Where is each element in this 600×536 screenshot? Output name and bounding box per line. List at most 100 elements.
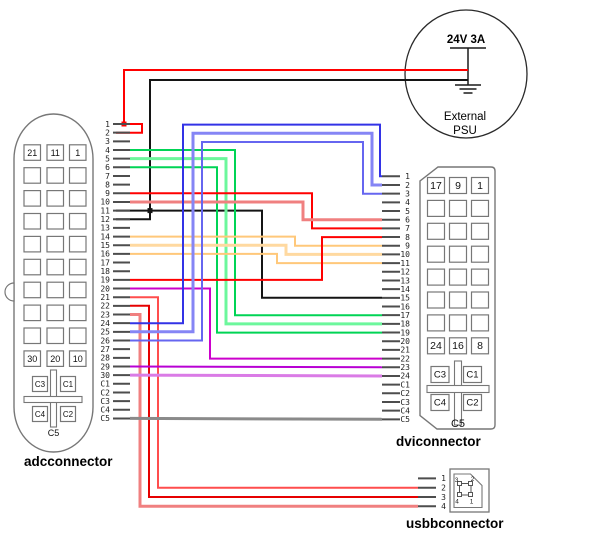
dvi-pin-label-23: 23: [400, 363, 410, 372]
adc-hole-r4c1: [23, 212, 42, 230]
dvi-pin-label-C1: C1: [400, 380, 410, 389]
dvi-hole-r3c1: [426, 222, 446, 240]
dvi-contact-label-C4: C4: [434, 398, 446, 409]
wire-adc15-to-dvi10: [130, 243, 382, 256]
dvi-hole-r6c1: [426, 291, 446, 309]
adc-hole-r3c3: [68, 190, 87, 207]
dvi-pin-label-17: 17: [400, 311, 410, 320]
dvi-connector-label: dviconnector: [396, 434, 482, 449]
adc-hole-r10c1: [23, 350, 42, 367]
wires-layer: [116, 69, 468, 508]
dvi-contact-label-C3: C3: [434, 370, 446, 381]
dvi-contact-label-C5: C5: [451, 418, 465, 430]
dvi-pin-label-12: 12: [400, 268, 410, 277]
wire-adc23-to-usb4: [130, 313, 418, 508]
usb-contact-1: [457, 481, 462, 486]
dvi-hole-r5c2: [448, 268, 468, 286]
dvi-hole-r5c1: [426, 268, 446, 286]
junction-psu-gnd-tap: [147, 208, 153, 214]
wire-adc30-to-dvi24: [129, 373, 383, 378]
adc-pin-label-C5: C5: [100, 414, 110, 423]
dvi-pin-label-14: 14: [400, 285, 410, 294]
adc-hole-label-30: 30: [27, 354, 37, 364]
dvi-connector: 123456789101112131415161718192021222324C…: [382, 166, 496, 430]
adc-contact-label-C2: C2: [63, 410, 74, 419]
adc-contact-box-C1: [59, 375, 77, 393]
wire-adc22-to-usb3: [130, 304, 418, 498]
adc-hole-r2c1: [23, 167, 42, 184]
adc-hole-r5c2: [46, 235, 65, 253]
adc-contact-box-C2: [59, 405, 77, 423]
usb-pin-label-1: 1: [441, 474, 446, 483]
dvi-pin-label-18: 18: [400, 320, 410, 329]
dvi-hole-r2c2: [448, 199, 468, 217]
adc-hole-r1c1: [23, 144, 42, 161]
wire-adc14-to-dvi9: [130, 235, 382, 247]
dvi-pin-label-7: 7: [405, 224, 410, 233]
dvi-hole-label-9: 9: [455, 180, 461, 192]
dvi-hole-r7c3: [470, 314, 490, 332]
dvi-hole-label-16: 16: [452, 340, 464, 352]
adc-pin-label-26: 26: [100, 336, 110, 345]
adc-pin-label-4: 4: [105, 146, 110, 155]
adc-hole-r9c3: [68, 327, 87, 345]
dvi-pin-label-20: 20: [400, 337, 410, 346]
wire-adcC5-to-dviC5: [129, 416, 383, 421]
dvi-contact-label-C2: C2: [466, 398, 478, 409]
dvi-hole-label-1: 1: [477, 180, 483, 192]
adc-hole-r9c1: [23, 327, 42, 345]
adc-cross-horizontal: [23, 395, 83, 404]
dvi-pin-label-5: 5: [405, 207, 410, 216]
adc-pin-label-13: 13: [100, 224, 110, 233]
dvi-hole-r4c2: [448, 245, 468, 263]
adc-hole-label-20: 20: [50, 354, 60, 364]
dvi-hole-r6c2: [448, 291, 468, 309]
dvi-hole-r4c3: [470, 245, 490, 263]
dvi-contact-box-C1: [462, 365, 483, 384]
dvi-hole-r1c1: [426, 176, 446, 195]
dvi-pin-label-10: 10: [400, 250, 410, 259]
wire-adc16-to-dvi11: [130, 252, 382, 265]
adc-pin-label-8: 8: [105, 180, 110, 189]
adc-hole-r8c1: [23, 304, 42, 322]
wire-adc29-to-dvi23: [129, 365, 383, 369]
adc-pin-label-16: 16: [100, 250, 110, 259]
usb-inner-label-3: 3: [455, 477, 459, 484]
adc-hole-label-1: 1: [75, 148, 80, 158]
adc-pin-label-18: 18: [100, 267, 110, 276]
usb-contact-2: [468, 481, 473, 486]
psu-circle: [404, 9, 528, 139]
adc-hole-r1c3: [68, 144, 87, 161]
adc-pin-label-1: 1: [105, 120, 110, 129]
wire-adc25-to-dvi2: [130, 131, 382, 334]
wire-adc10-to-dvi6: [130, 200, 382, 222]
dvi-hole-r2c1: [426, 199, 446, 217]
adc-pin-label-20: 20: [100, 284, 110, 293]
adc-pin-label-19: 19: [100, 276, 110, 285]
psu-ground-icon: [455, 84, 481, 94]
adc-pin-label-22: 22: [100, 302, 110, 311]
wire-adc26-to-dvi3: [130, 141, 382, 342]
adc-hole-r6c2: [46, 258, 65, 276]
dvi-contact-box-C4: [430, 393, 450, 412]
adc-hole-r6c3: [68, 258, 87, 276]
adc-pin-label-30: 30: [100, 371, 110, 380]
dvi-pin-label-13: 13: [400, 276, 410, 285]
adc-hole-r8c3: [68, 304, 87, 322]
adc-pin-label-27: 27: [100, 345, 110, 354]
dvi-pin-label-C2: C2: [400, 389, 410, 398]
wire-adc12-to-adc11: [116, 210, 151, 221]
dvi-hole-r6c3: [470, 291, 490, 309]
wire-psu-24v-to-adc1: [123, 69, 468, 124]
dvi-hole-label-24: 24: [430, 340, 442, 352]
adc-pin-label-9: 9: [105, 189, 110, 198]
dvi-pin-label-21: 21: [400, 346, 410, 355]
adc-pin-label-10: 10: [100, 198, 110, 207]
adc-hole-r9c2: [46, 327, 65, 345]
adc-pin-label-2: 2: [105, 128, 110, 137]
adc-hole-r4c2: [46, 212, 65, 230]
dvi-hole-r4c1: [426, 245, 446, 263]
dvi-pin-label-2: 2: [405, 181, 410, 190]
psu-name-line2: PSU: [453, 125, 477, 137]
